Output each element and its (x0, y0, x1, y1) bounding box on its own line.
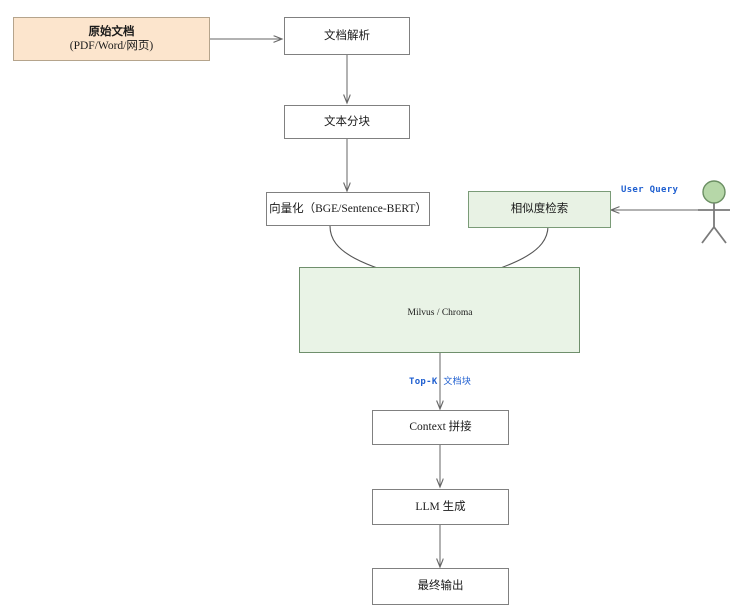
llm-generation-label: LLM 生成 (415, 500, 466, 513)
source-document-line2: (PDF/Word/网页) (69, 40, 154, 52)
similarity-search-label: 相似度检索 (510, 203, 569, 216)
node-llm-generation[interactable]: LLM 生成 (372, 489, 509, 525)
node-source-document[interactable]: 原始文档 (PDF/Word/网页) (13, 17, 210, 61)
edge-label-user-query: User Query (621, 185, 678, 195)
vectorize-label: 向量化（BGE/Sentence-BERT） (269, 202, 427, 215)
user-actor-icon (698, 180, 730, 244)
source-document-line1: 原始文档 (88, 25, 135, 38)
topk-cjk-text: 文档块 (443, 376, 472, 386)
node-context-assembly[interactable]: Context 拼接 (372, 410, 509, 445)
vector-db-label-wrapper: Milvus / Chroma (388, 296, 492, 330)
node-document-parse[interactable]: 文档解析 (284, 17, 410, 55)
topk-latin-text: Top-K (409, 377, 438, 387)
text-chunking-label: 文本分块 (324, 115, 370, 128)
vector-db-label: Milvus / Chroma (407, 308, 473, 318)
edge-label-topk: Top-K 文档块 (409, 374, 471, 387)
node-vector-store-container[interactable] (299, 267, 580, 353)
document-parse-label: 文档解析 (324, 29, 370, 42)
node-similarity-search[interactable]: 相似度检索 (468, 191, 611, 228)
node-final-output[interactable]: 最终输出 (372, 568, 509, 605)
node-text-chunking[interactable]: 文本分块 (284, 105, 410, 139)
final-output-label: 最终输出 (417, 580, 464, 593)
user-query-text: User Query (621, 185, 679, 195)
node-vectorize[interactable]: 向量化（BGE/Sentence-BERT） (266, 192, 430, 226)
context-assembly-label: Context 拼接 (409, 421, 472, 434)
